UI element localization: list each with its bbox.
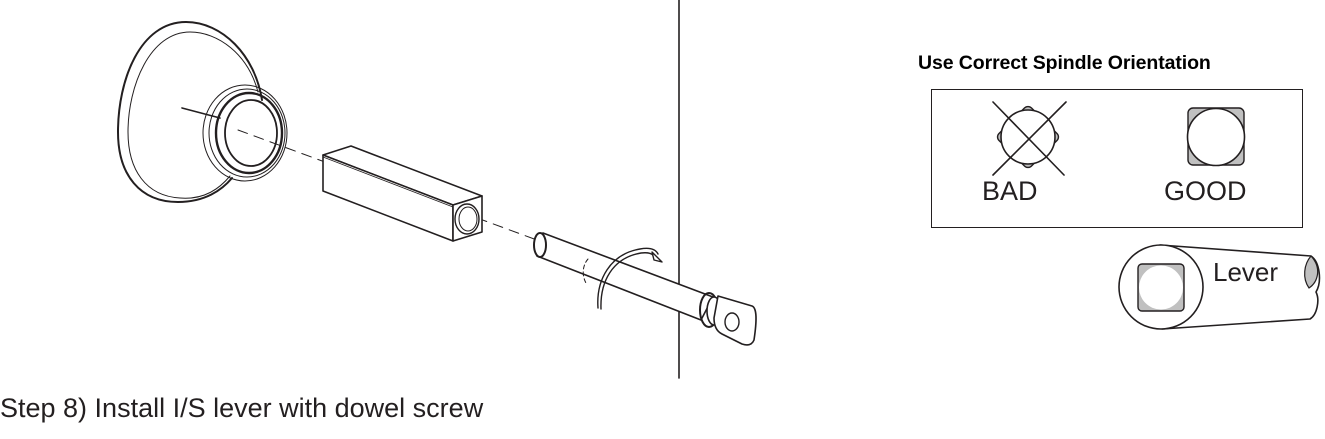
rotation-arrow-icon: [597, 247, 663, 310]
good-label: GOOD: [1164, 176, 1247, 206]
orientation-heading: Use Correct Spindle Orientation: [918, 52, 1211, 74]
lever-with-dowel: [533, 232, 757, 346]
lever-cross-section-icon: [1118, 244, 1321, 330]
bad-orientation-icon: [992, 101, 1067, 176]
rose-escutcheon: [117, 21, 288, 203]
lever-label: Lever: [1213, 257, 1279, 287]
square-spindle: [322, 145, 483, 242]
good-orientation-icon: [1186, 107, 1246, 167]
orientation-panel-frame: [931, 89, 1303, 228]
bad-label: BAD: [982, 176, 1038, 206]
step-caption: Step 8) Install I/S lever with dowel scr…: [0, 393, 484, 423]
